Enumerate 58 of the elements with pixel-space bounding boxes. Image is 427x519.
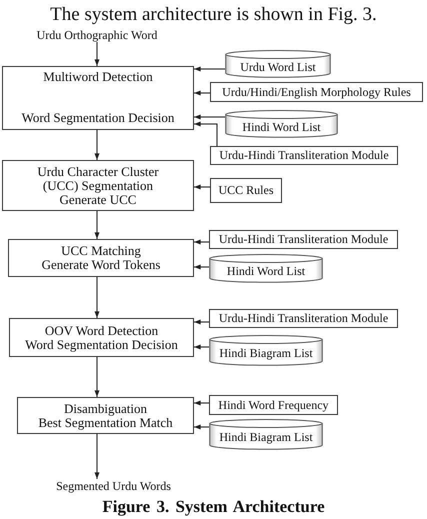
arrow xyxy=(194,264,210,270)
resource-box xyxy=(210,146,398,165)
arrow xyxy=(94,276,100,318)
node-text: OOV Word Detection xyxy=(44,324,158,338)
node-text: Hindi Biagram List xyxy=(219,431,313,444)
arrow xyxy=(194,240,210,244)
input-text: Urdu Orthographic Word xyxy=(36,28,158,42)
node-text: Multiword Detection xyxy=(43,70,153,84)
arrow xyxy=(194,184,210,190)
arrow xyxy=(194,344,210,350)
arrow xyxy=(194,114,226,120)
database-cylinder xyxy=(225,110,338,138)
arrow xyxy=(94,42,100,66)
node-text: Urdu Character Cluster (UCC) Segmentation xyxy=(36,164,160,192)
arrow xyxy=(194,424,210,430)
node-text: Hindi Word List xyxy=(242,120,321,134)
node-text: Urdu Word List xyxy=(240,60,316,74)
node-text: Generate UCC xyxy=(60,192,136,206)
resource-box xyxy=(210,178,282,203)
node-text: UCC Matching xyxy=(61,244,141,258)
arrow xyxy=(194,90,210,96)
resource-box xyxy=(209,230,398,249)
node-text: Hindi Word Frequency xyxy=(218,398,329,412)
node-text: Generate Word Tokens xyxy=(42,258,160,272)
arrow xyxy=(194,400,210,406)
node-text: Urdu-Hindi Transliteration Module xyxy=(218,233,388,246)
resource-box xyxy=(210,82,423,102)
database-cylinder xyxy=(225,50,331,78)
node-text: Urdu-Hindi Transliteration Module xyxy=(219,149,389,162)
arrow xyxy=(194,122,218,146)
node-text: Word Segmentation Decision xyxy=(22,111,174,125)
figure-caption: Figure 3. System Architecture xyxy=(101,497,326,517)
database-cylinder xyxy=(209,335,323,366)
node-text: Word Segmentation Decision xyxy=(25,338,178,352)
arrow xyxy=(94,210,100,240)
arrow xyxy=(94,356,100,398)
node-text: Disambiguation xyxy=(64,402,148,416)
process-box xyxy=(17,397,194,434)
arrow xyxy=(194,66,226,72)
node-text: Best Segmentation Match xyxy=(38,416,173,430)
arrow xyxy=(194,320,210,324)
output-text: Segmented Urdu Words xyxy=(56,479,171,493)
node-text: Urdu/Hindi/English Morphology Rules xyxy=(222,86,411,98)
process-box xyxy=(2,66,194,130)
process-box xyxy=(8,239,194,277)
database-cylinder xyxy=(209,254,323,283)
node-text: Hindi Biagram List xyxy=(219,347,313,360)
database-cylinder xyxy=(209,419,323,450)
process-box xyxy=(9,318,194,357)
node-text: Urdu-Hindi Transliteration Module xyxy=(218,312,388,325)
resource-box xyxy=(209,395,338,415)
intro-sentence: The system architecture is shown in Fig. 3. xyxy=(49,3,378,26)
arrow xyxy=(94,434,100,480)
resource-box xyxy=(209,309,398,328)
arrow xyxy=(94,130,100,160)
process-box xyxy=(2,160,194,211)
node-text: UCC Rules xyxy=(218,184,274,197)
node-text: Hindi Word List xyxy=(226,265,306,278)
